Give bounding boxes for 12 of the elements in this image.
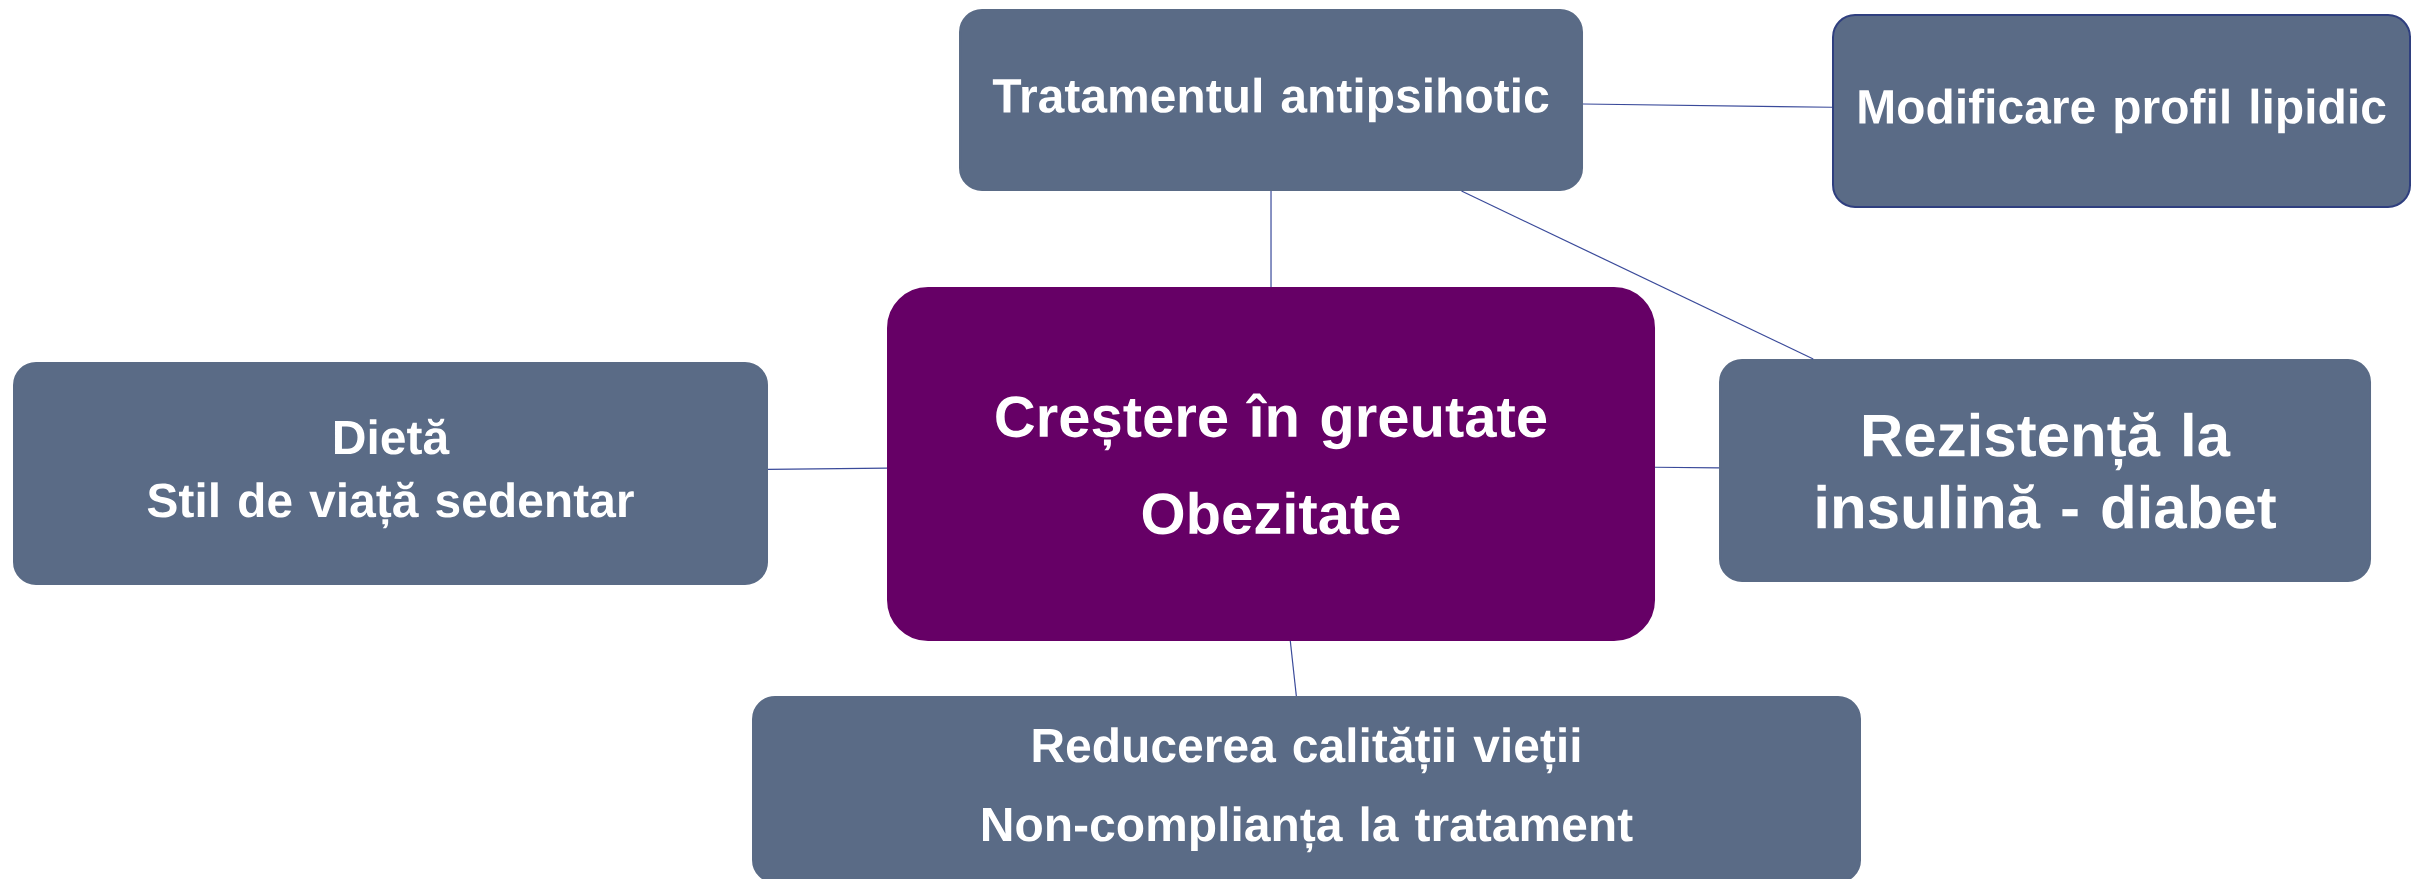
- connector-line: [767, 467, 888, 471]
- process-box: Tratamentul antipsihotic: [959, 9, 1583, 191]
- connector-line: [1654, 466, 1720, 469]
- connector-line: [1582, 103, 1833, 108]
- connector-line: [1270, 190, 1272, 288]
- connector-line: [1460, 190, 1814, 360]
- process-box: Rezistență la insulină - diabet: [1719, 359, 2371, 582]
- process-box: Dietă Stil de viață sedentar: [13, 362, 768, 585]
- connector-line: [1289, 640, 1297, 697]
- process-box: Modificare profil lipidic: [1832, 14, 2412, 208]
- central-box: Creștere în greutate Obezitate: [887, 287, 1655, 641]
- process-box: Reducerea calității vieții Non-complianța la tratament: [752, 696, 1861, 879]
